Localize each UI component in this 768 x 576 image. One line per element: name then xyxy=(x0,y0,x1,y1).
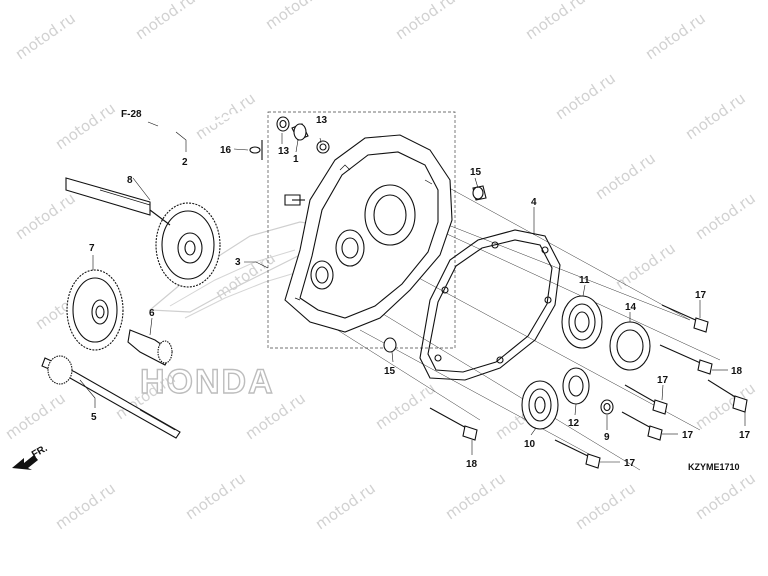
assembly-outline xyxy=(267,111,456,349)
bolt-17-b xyxy=(624,384,668,415)
bolt-17-c xyxy=(707,379,748,413)
watermark-text: motod.ru xyxy=(442,469,509,523)
watermark-text: motod.ru xyxy=(692,379,759,433)
countershaft-gear xyxy=(66,269,124,351)
watermark-text: motod.ru xyxy=(552,69,619,123)
part-label-17-a: 17 xyxy=(695,290,707,301)
front-direction-label: FR. xyxy=(30,443,50,461)
part-label-17-d: 17 xyxy=(682,430,694,441)
bearing-lower xyxy=(521,380,559,430)
gasket xyxy=(419,229,561,381)
part-label-7: 7 xyxy=(89,243,95,254)
diagram-code: KZYME1710 xyxy=(688,462,740,472)
part-label-16: 16 xyxy=(220,145,232,156)
watermark-text: motod.ru xyxy=(692,189,759,243)
watermark-text: motod.ru xyxy=(682,89,749,143)
oil-seal xyxy=(609,321,651,371)
part-label-11: 11 xyxy=(579,275,590,286)
front-direction-indicator: FR. xyxy=(12,443,50,470)
honda-logo: HONDA xyxy=(139,221,342,402)
watermark-text: motod.ru xyxy=(572,479,639,533)
part-label-18-b: 18 xyxy=(466,459,478,470)
watermark-text: motod.ru xyxy=(262,0,329,33)
front-arrow-icon xyxy=(12,455,38,470)
bolt-17-e xyxy=(554,439,601,469)
watermark-text: motod.ru xyxy=(52,479,119,533)
part-label-15-top: 15 xyxy=(470,167,482,178)
watermark-text: motod.ru xyxy=(612,239,679,293)
part-label-17-b: 17 xyxy=(657,375,669,386)
watermark-text: motod.ru xyxy=(182,469,249,523)
part-label-6: 6 xyxy=(149,308,155,319)
dowel-and-seals xyxy=(276,116,330,154)
watermark-text: motod.ru xyxy=(2,389,69,443)
bolt-18-a xyxy=(659,344,713,375)
transmission-case xyxy=(284,134,453,333)
watermark-text: motod.ru xyxy=(642,9,709,63)
final-shaft xyxy=(65,177,221,288)
watermark-text: motod.ru xyxy=(522,0,589,43)
part-label-13-right: 13 xyxy=(316,115,328,126)
part-label-10: 10 xyxy=(524,439,536,450)
part-label-13-left: 13 xyxy=(278,146,290,157)
part-label-15-bottom: 15 xyxy=(384,366,396,377)
washer xyxy=(600,399,614,415)
watermark-text: motod.ru xyxy=(132,0,199,43)
part-label-17-e: 17 xyxy=(624,458,636,469)
bolt-17-d xyxy=(621,411,663,441)
watermark-text: motod.ru xyxy=(52,99,119,153)
part-label-5: 5 xyxy=(91,412,97,423)
part-label-1: 1 xyxy=(293,154,299,165)
watermark-text: motod.ru xyxy=(592,149,659,203)
part-label-12: 12 xyxy=(568,418,580,429)
logo-wordmark: HONDA xyxy=(140,363,275,401)
watermark-text: motod.ru xyxy=(692,469,759,523)
bolts xyxy=(429,304,748,469)
reference-label: F-28 xyxy=(121,109,142,120)
part-labels: F-28 2 16 13 1 13 3 8 7 6 5 4 15 15 11 1… xyxy=(89,109,751,470)
part-label-9: 9 xyxy=(604,432,610,443)
breather-tube xyxy=(157,110,264,160)
watermark-text: motod.ru xyxy=(392,0,459,43)
bolt-17-a xyxy=(661,304,709,333)
dowel-pins xyxy=(383,185,487,353)
bearing-large xyxy=(561,295,603,349)
watermark-text: motod.ru xyxy=(212,249,279,303)
part-label-14: 14 xyxy=(625,302,637,313)
watermark-text: motod.ru xyxy=(12,9,79,63)
bearing-small xyxy=(562,367,590,405)
watermark-text: motod.ru xyxy=(12,189,79,243)
part-label-18-a: 18 xyxy=(731,366,743,377)
part-label-4: 4 xyxy=(531,197,537,208)
drive-shaft xyxy=(41,355,181,439)
label-leaders xyxy=(79,121,746,463)
watermark-text: motod.ru xyxy=(312,479,379,533)
clip xyxy=(249,146,261,154)
bolt-18-b xyxy=(429,407,478,441)
drive-pinion xyxy=(127,329,173,366)
part-label-3: 3 xyxy=(235,257,241,268)
part-label-2: 2 xyxy=(182,157,188,168)
part-label-8: 8 xyxy=(127,175,133,186)
watermark-text: motod.ru xyxy=(372,379,439,433)
part-label-17-c: 17 xyxy=(739,430,751,441)
watermark-text: motod.ru xyxy=(192,89,259,143)
